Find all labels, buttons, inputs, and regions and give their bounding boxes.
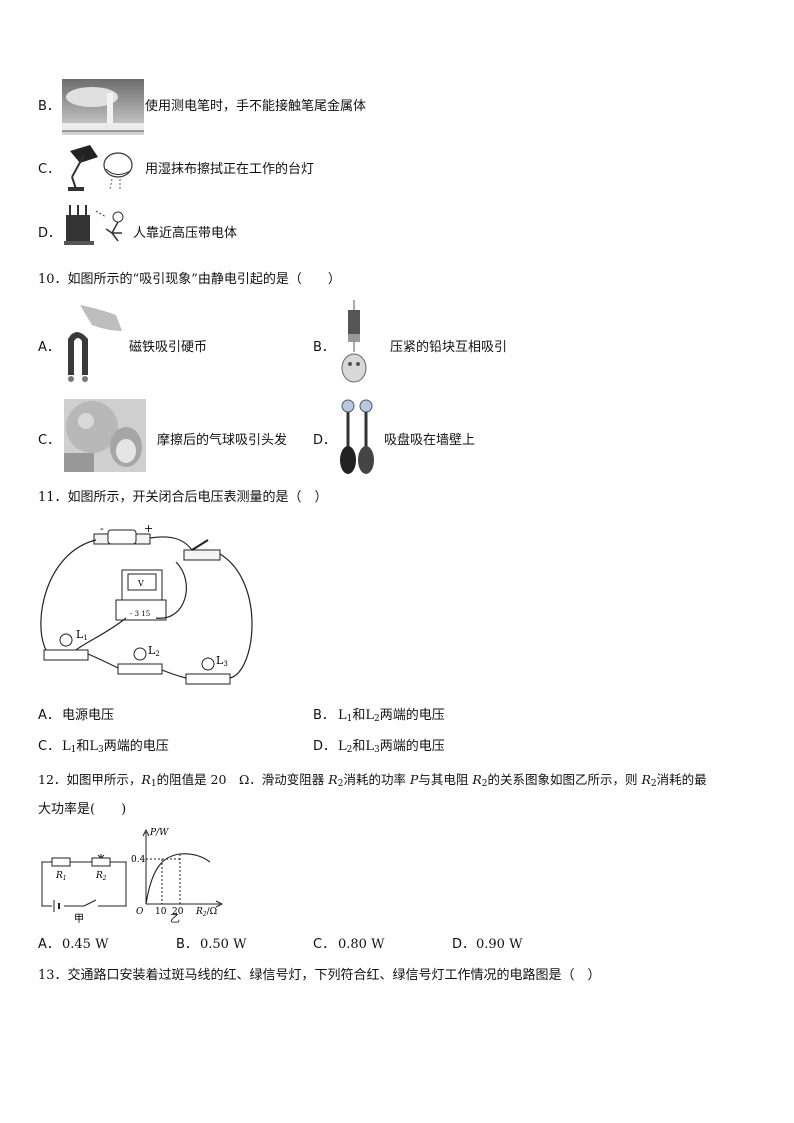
q12-option-c-label: C． (313, 937, 336, 952)
q11-option-a-text: 电源电压 (62, 708, 115, 723)
q10-option-b-label: B． (313, 340, 335, 355)
q9-option-c-lamp-drawing (68, 145, 133, 191)
battery-minus-sign: - (100, 522, 104, 535)
q9-option-c-label: C． (38, 162, 61, 177)
q12-option-a-label: A． (38, 937, 60, 952)
x-axis-label: R2/Ω (195, 907, 217, 918)
q10-option-d-label: D． (313, 433, 337, 448)
power-curve (145, 853, 211, 905)
lamp-l2-label: L2 (148, 644, 160, 658)
lamp-l1-label: L1 (76, 628, 88, 642)
q13-stem: 13．交通路口安装着过斑马线的红、绿信号灯，下列符合红、绿信号灯工作情况的电路图… (38, 968, 601, 983)
q12-circuit-jia: R1 R2 甲 (41, 854, 127, 924)
q12-option-b-text: 0.50 W (200, 937, 247, 952)
y-tick: 0.4 (131, 855, 146, 865)
q12-option-a-text: 0.45 W (62, 937, 109, 952)
q9-option-d-high-voltage-drawing (64, 205, 124, 245)
q10-option-c-balloon-photo (64, 399, 146, 472)
label-jia: 甲 (74, 914, 84, 924)
q10-option-d-text: 吸盘吸在墙壁上 (384, 433, 476, 448)
q12-graph-yi: P/W 0.4 O 10 20 R2/Ω 乙 (131, 828, 224, 924)
q9-option-d-text: 人靠近高压带电体 (133, 226, 238, 241)
q10-option-a-label: A． (38, 340, 60, 355)
q10-option-c-label: C． (38, 433, 61, 448)
q12-stem-line2: 大功率是( ) (38, 802, 127, 817)
q9-option-b-label: B． (38, 99, 60, 114)
q11-option-c-text: L1和L3两端的电压 (62, 739, 169, 755)
q11-option-b-label: B． (313, 708, 335, 723)
label-yi: 乙 (170, 913, 180, 924)
q10-option-d-suction-cup-photo (340, 399, 374, 474)
q12-option-d-text: 0.90 W (476, 937, 523, 952)
battery-plus-sign: + (144, 522, 153, 535)
q9-option-c-text: 用湿抹布擦拭正在工作的台灯 (145, 162, 315, 177)
q9-option-d-label: D． (38, 226, 62, 241)
lamp-l3-label: L3 (216, 654, 228, 668)
q10-option-a-magnet-photo (68, 305, 122, 382)
voltmeter-terminals: - 3 15 (130, 610, 150, 618)
q10-stem: 10．如图所示的“吸引现象”由静电引起的是（ ） (38, 272, 341, 287)
y-axis-label: P/W (149, 828, 169, 838)
origin-label: O (136, 907, 144, 917)
q11-option-c-label: C． (38, 739, 61, 754)
q12-option-b-label: B． (176, 937, 198, 952)
q11-option-b-text: L1和L2两端的电压 (338, 708, 445, 724)
q12-option-c-text: 0.80 W (338, 937, 385, 952)
q11-option-d-text: L2和L3两端的电压 (338, 739, 445, 755)
q10-option-b-lead-blocks-photo (341, 300, 367, 383)
q11-stem: 11．如图所示，开关闭合后电压表测量的是（ ） (38, 490, 328, 505)
q11-option-d-label: D． (313, 739, 337, 754)
q9-option-b-photo (62, 79, 144, 135)
voltmeter-v-mark: V (137, 579, 144, 588)
r1-label: R1 (55, 871, 67, 882)
q10-option-a-text: 磁铁吸引硬币 (129, 340, 208, 355)
x-tick-10: 10 (155, 907, 167, 917)
q10-option-c-text: 摩擦后的气球吸引头发 (157, 433, 288, 448)
r2-label: R2 (95, 871, 107, 882)
x-tick-20: 20 (172, 907, 184, 917)
q12-stem-line1: 12．如图甲所示，R1的阻值是 20 Ω．滑动变阻器 R2消耗的功率 P与其电阻… (38, 772, 707, 789)
q11-option-a-label: A． (38, 708, 60, 723)
q11-circuit-figure: - + V - 3 15 L1 L2 L3 (40, 522, 253, 685)
q12-option-d-label: D． (452, 937, 476, 952)
q10-option-b-text: 压紧的铅块互相吸引 (390, 340, 508, 355)
q9-option-b-text: 使用测电笔时，手不能接触笔尾金属体 (145, 99, 367, 114)
